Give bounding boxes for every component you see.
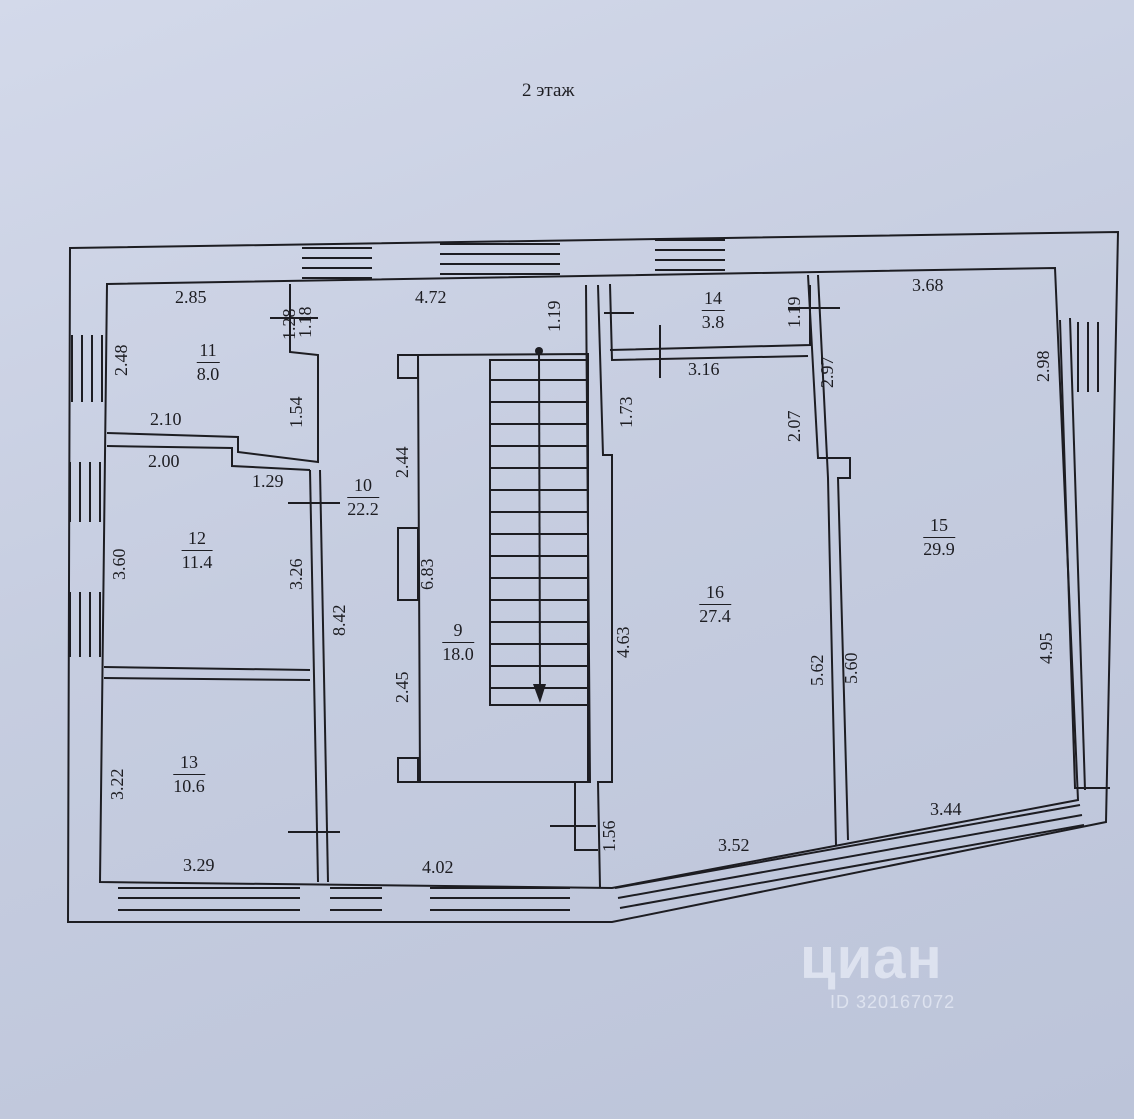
wall-room-14-b (609, 283, 809, 362)
stairs (489, 359, 589, 706)
dim-label: 1.56 (599, 820, 619, 853)
dim-label: 3.68 (912, 275, 944, 295)
stair-arrow-head (533, 684, 546, 703)
dim-label: 2.85 (175, 287, 207, 307)
wall-right-inner-b (1069, 317, 1086, 791)
dim-label: 3.52 (718, 835, 750, 855)
wall-corridor-left (309, 469, 319, 883)
floor-title: 2 этаж (522, 80, 575, 101)
window-bottom-4 (614, 804, 1085, 909)
stair-col-2 (397, 757, 419, 783)
dim-label: 2.48 (111, 344, 131, 377)
window-bottom-3 (430, 887, 570, 911)
window-bottom-2 (330, 887, 382, 911)
window-left-2 (69, 462, 101, 522)
dim-label: 5.62 (807, 654, 827, 687)
wall-room-12 (103, 666, 311, 671)
wall-room-13 (103, 677, 311, 681)
dim-label: 1.19 (784, 296, 804, 329)
window-bottom-1 (118, 887, 300, 911)
dim-label: 4.95 (1036, 632, 1056, 665)
dim-label: 2.98 (1033, 350, 1053, 383)
window-right-1 (1077, 322, 1099, 392)
dim-label: 3.44 (930, 799, 962, 819)
wall-room-11-b (106, 445, 311, 471)
stair-arrow-start (535, 347, 543, 355)
dim-label: 4.63 (613, 626, 633, 659)
dim-label: 2.10 (150, 409, 182, 429)
wall-room-16-left (596, 284, 613, 889)
dim-label: 2.45 (392, 671, 412, 704)
dim-label: 2.44 (392, 446, 412, 479)
dim-label: 4.02 (422, 857, 454, 877)
window-top-2 (440, 243, 560, 275)
stair-split (538, 351, 541, 691)
dim-label: 6.83 (417, 558, 437, 591)
inner-wall (98, 266, 1080, 890)
window-top-3 (655, 239, 725, 271)
watermark: циан ID 320167072 (800, 925, 955, 1013)
wall-room-15-left (807, 274, 851, 841)
dim-label: 3.29 (183, 855, 215, 875)
stair-core (416, 352, 589, 783)
wall-room-15-left-b (817, 274, 837, 846)
dim-label: 2.97 (817, 356, 837, 389)
dim-label: 3.60 (109, 548, 129, 581)
watermark-logo: циан (800, 926, 943, 991)
dim-label: 3.26 (286, 558, 306, 591)
dim-label: 1.73 (616, 396, 636, 429)
dim-label: 5.60 (841, 652, 861, 685)
dim-label: 3.16 (688, 359, 720, 379)
dim-label: 2.07 (784, 410, 804, 443)
dim-label: 3.22 (107, 768, 127, 801)
dim-label: 1.18 (295, 306, 315, 339)
window-left-3 (69, 592, 101, 657)
outer-wall (66, 230, 1120, 923)
door-mark (270, 307, 840, 833)
dim-label: 1.54 (286, 396, 306, 429)
wall-room-11 (106, 284, 319, 464)
wall-corridor-left-b (319, 469, 329, 883)
stair-col-1 (397, 354, 419, 379)
wall-room-16-left-b (574, 284, 598, 851)
dim-label: 8.42 (329, 604, 349, 637)
watermark-id: ID 320167072 (830, 992, 956, 1012)
dim-label: 2.00 (148, 451, 180, 471)
stair-col-3 (397, 527, 419, 601)
dim-label: 1.19 (544, 300, 564, 333)
dim-label: 4.72 (415, 287, 447, 307)
window-top-1 (302, 247, 372, 279)
dim-label: 1.29 (252, 471, 284, 491)
wall-right-inner (1059, 319, 1110, 789)
window-left-1 (71, 335, 103, 402)
